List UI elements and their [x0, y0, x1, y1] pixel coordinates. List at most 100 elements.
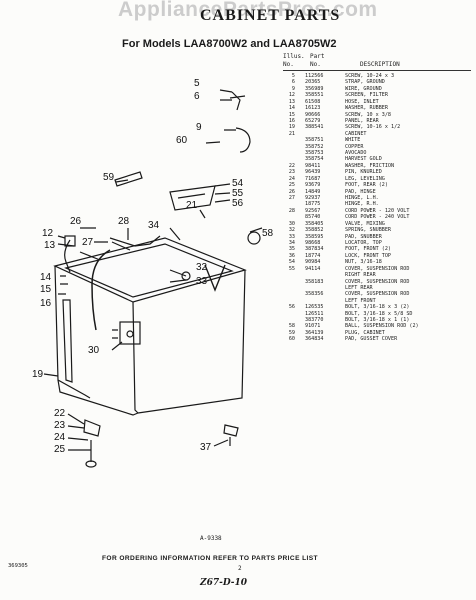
- part-no: 22: [288, 162, 295, 169]
- part-desc: NUT, 3/16-18: [345, 259, 382, 266]
- callout-23: 23: [54, 420, 66, 431]
- callout-26: 26: [70, 216, 82, 227]
- part-no: 32: [288, 227, 295, 234]
- document-id: 369305: [8, 563, 28, 569]
- part-no: 26: [288, 188, 295, 195]
- callout-32: 32: [196, 262, 208, 273]
- part-desc: WASHER, RUBBER: [345, 105, 388, 112]
- part-desc: STRAP, GROUND: [345, 79, 385, 86]
- part-row: 15 90666 SCREW, 10 x 3/8: [283, 112, 473, 118]
- part-no: 33: [288, 233, 295, 240]
- part-desc: PIN, KNURLED: [345, 169, 382, 176]
- part-desc: BOLT, 3/16-18 x 3 (2): [345, 304, 410, 311]
- part-part: 358356: [305, 291, 324, 298]
- part-desc: FOOT, FRONT (2): [345, 246, 392, 253]
- part-desc: BOLT, 3/16-18 x 5/8 SD: [345, 310, 413, 317]
- handwritten-note: Z67-D-10: [200, 578, 248, 588]
- part-part: 61508: [305, 98, 321, 105]
- callout-25: 25: [54, 444, 66, 455]
- part-row: 6 20365 STRAP, GROUND: [283, 79, 473, 85]
- callout-27: 27: [82, 237, 94, 248]
- callout-33: 33: [196, 276, 208, 287]
- callout-15: 15: [40, 284, 52, 295]
- callout-6: 6: [194, 91, 200, 102]
- part-part: 71687: [305, 175, 321, 182]
- part-part: 126511: [305, 310, 324, 317]
- callout-55: 55: [232, 188, 244, 199]
- part-part: 358754: [305, 156, 324, 163]
- part-no: 56: [288, 304, 295, 311]
- part-part: 20365: [305, 79, 321, 86]
- part-no: 9: [291, 85, 295, 92]
- part-no: 15: [288, 111, 295, 118]
- part-no: 13: [288, 98, 295, 105]
- part-no: 6: [291, 79, 295, 86]
- part-part: 90666: [305, 111, 321, 118]
- part-desc: LEG, LEVELING: [345, 175, 385, 182]
- part-desc: PAD, HINGE: [345, 188, 376, 195]
- part-desc: SPRING, SNUBBER: [345, 227, 392, 234]
- part-no: 21: [288, 130, 295, 137]
- part-part: 94114: [305, 265, 321, 272]
- part-part: 98411: [305, 162, 321, 169]
- part-desc: LEFT REAR: [345, 284, 373, 291]
- part-part: 18775: [305, 201, 321, 208]
- part-desc: SCREW, 10-16 x 1/2: [345, 124, 401, 131]
- callout-14: 14: [40, 272, 52, 283]
- part-no: 25: [288, 182, 295, 189]
- part-desc: COVER, SUSPENSION ROD: [345, 278, 410, 285]
- part-part: 112566: [305, 73, 324, 79]
- part-desc: LEFT FRONT: [345, 297, 376, 304]
- part-desc: WASHER, FRICTION: [345, 162, 395, 169]
- part-desc: HINGE, R.H.: [345, 201, 379, 208]
- callout-37: 37: [200, 442, 212, 453]
- part-row: LEFT REAR: [283, 285, 473, 291]
- part-desc: SCREW, 10 x 3/8: [345, 111, 392, 118]
- part-no: 36: [288, 252, 295, 259]
- part-no: 12: [288, 92, 295, 99]
- part-desc: FOOT, REAR (2): [345, 182, 388, 189]
- header-part: Part: [310, 53, 325, 60]
- callout-59: 59: [103, 172, 115, 183]
- header-no: No.: [283, 61, 294, 68]
- part-part: 92567: [305, 207, 321, 214]
- part-no: 27: [288, 195, 295, 202]
- callout-13: 13: [44, 240, 56, 251]
- part-desc: WHITE: [345, 137, 361, 144]
- part-part: 358183: [305, 278, 324, 285]
- part-no: 60: [288, 336, 295, 343]
- part-part: 387834: [305, 246, 324, 253]
- callout-22: 22: [54, 408, 66, 419]
- part-no: 58: [288, 323, 295, 330]
- part-no: 23: [288, 169, 295, 176]
- header-rule: [283, 70, 471, 71]
- part-no: 16: [288, 117, 295, 124]
- part-row: RIGHT REAR: [283, 272, 473, 278]
- part-no: 30: [288, 220, 295, 227]
- part-desc: COVER, SUSPENSION ROD: [345, 265, 410, 272]
- part-row: LEFT FRONT: [283, 298, 473, 304]
- part-desc: CORD POWER - 120 VOLT: [345, 207, 410, 214]
- header-part-no: No.: [310, 61, 321, 68]
